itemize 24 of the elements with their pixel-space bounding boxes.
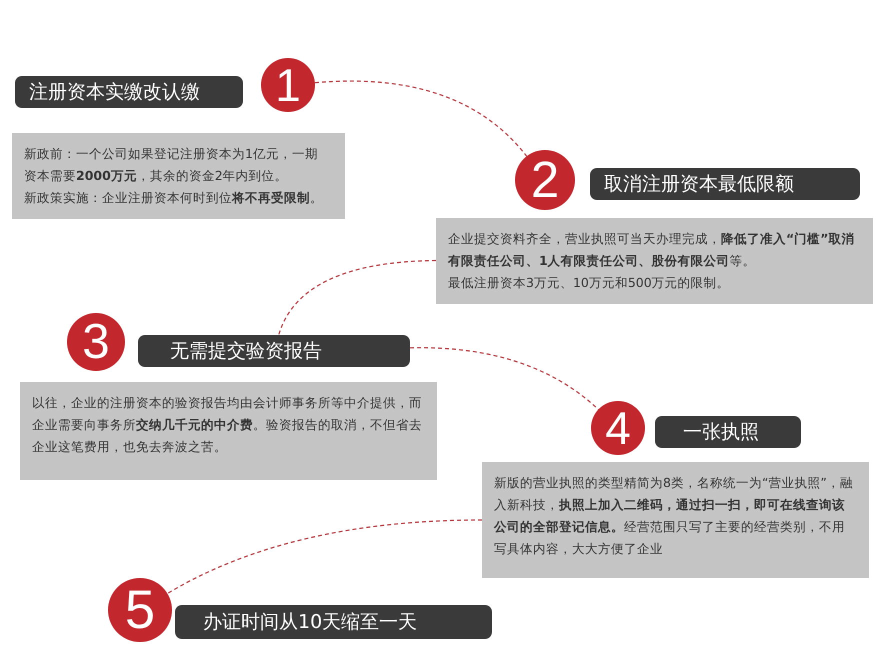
body-text: 新政前：一个公司如果登记注册资本为1亿元，一期资本需要2000万元，其余的资金2年内到位。 — [24, 145, 319, 185]
dashed-connector — [278, 260, 436, 336]
title-bar: 无需提交验资报告 — [138, 335, 410, 367]
title-bar: 办证时间从10天缩至一天 — [175, 605, 492, 639]
dashed-connector — [314, 80, 528, 157]
number-badge: 1 — [261, 58, 315, 112]
body-text: 企业提交资料齐全，营业执照可当天办理完成，降低了准入“门槛”取消有限责任公司、1人有限责任公司、股份有限公司等。 — [448, 230, 856, 270]
text-panel — [20, 382, 437, 480]
body-text: 新政策实施：企业注册资本何时到位将不再受限制。 — [24, 189, 324, 207]
number-badge: 5 — [108, 578, 172, 642]
body-text: 以往，企业的注册资本的验资报告均由会计师事务所等中介提供，而企业需要向事务所交纳几千元的中介费。验资报告的取消，不但省去企业这笔费用，也免去奔波之苦。 — [32, 394, 423, 456]
text-panel — [436, 218, 873, 304]
dashed-connector — [167, 519, 482, 594]
number-badge: 4 — [591, 401, 645, 455]
title-bar: 注册资本实缴改认缴 — [15, 76, 243, 108]
body-text: 新版的营业执照的类型精简为8类，名称统一为“营业执照”，融入新科技，执照上加入二维码，通过扫一扫，即可在线查询该公司的全部登记信息。经营范围只写了主要的经营类别，不用写具体内容，大大方便了企业 — [494, 474, 854, 558]
title-bar: 一张执照 — [655, 416, 801, 448]
text-panel — [12, 133, 345, 219]
title-bar: 取消注册资本最低限额 — [590, 168, 860, 200]
number-badge: 2 — [515, 150, 575, 210]
dashed-connector — [410, 347, 599, 410]
number-badge: 3 — [67, 313, 125, 371]
body-text: 最低注册资本3万元、10万元和500万元的限制。 — [448, 274, 731, 292]
text-panel — [482, 462, 869, 578]
